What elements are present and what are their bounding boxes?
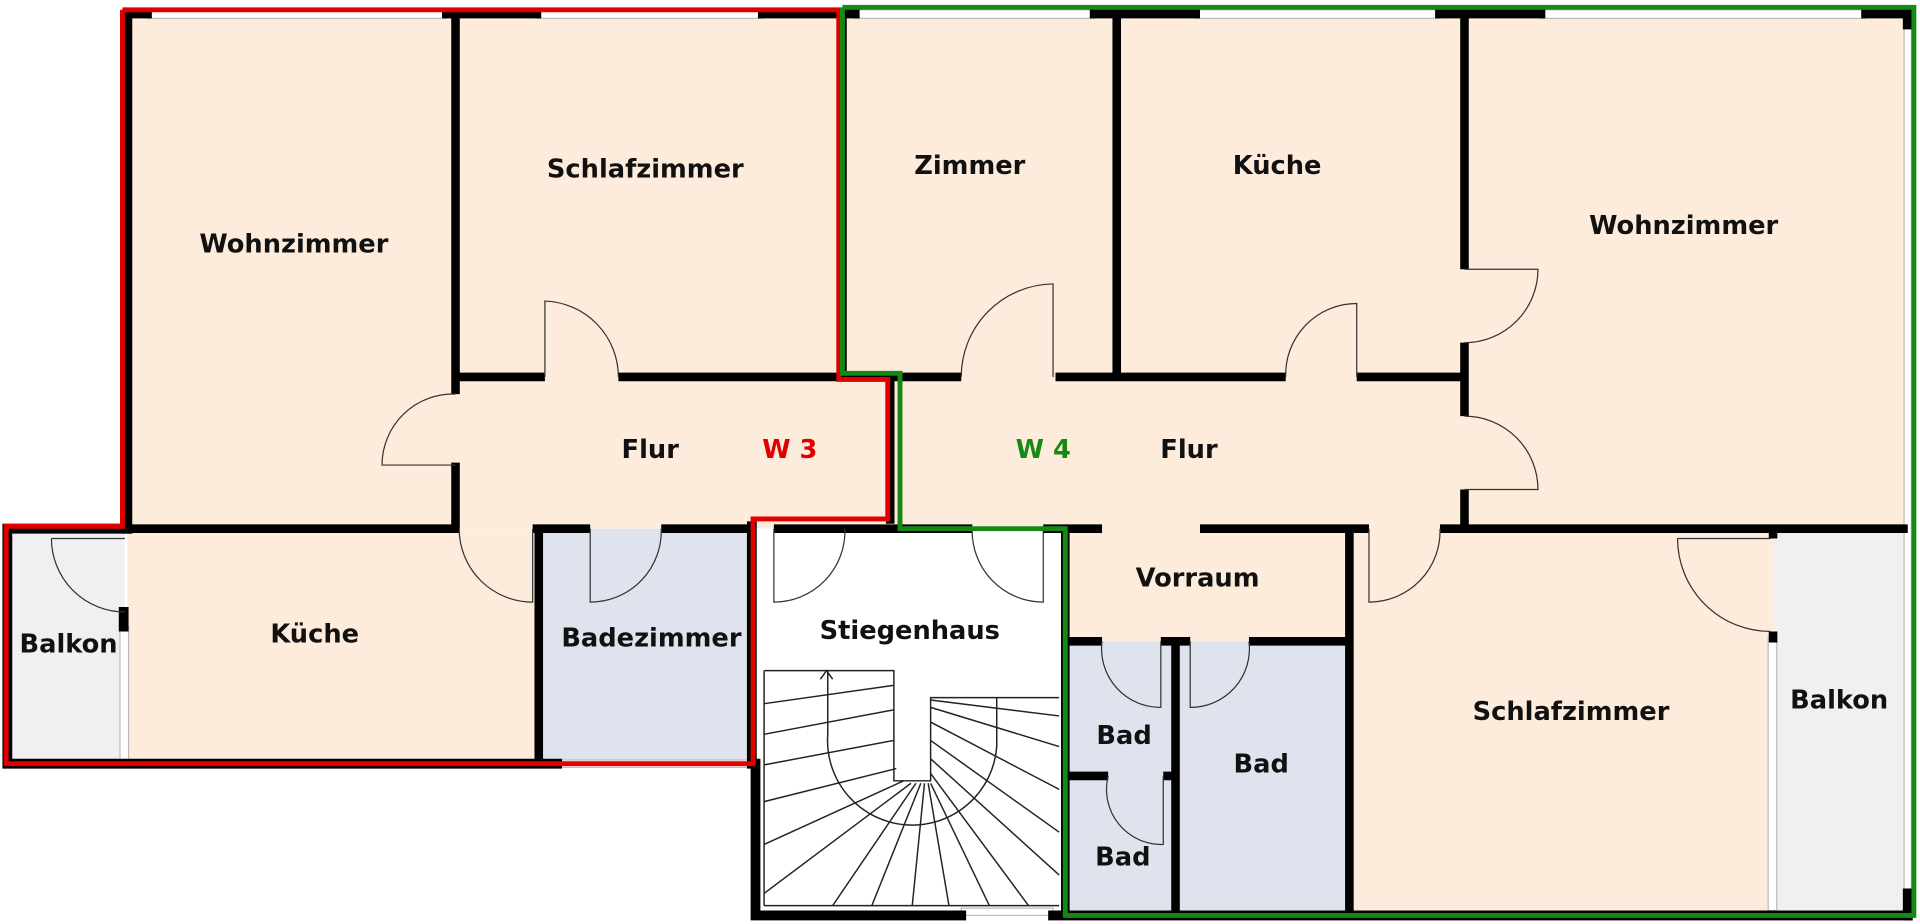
door-icon <box>1676 537 1771 633</box>
apartment-tag-w4: W 4 <box>1016 435 1071 465</box>
room-w3-balkon <box>7 528 125 764</box>
door-icon <box>971 528 1044 603</box>
label-w4-bad3: Bad <box>1095 842 1150 872</box>
door-icon <box>458 528 534 603</box>
door-icon <box>1368 528 1441 603</box>
doors <box>50 268 1771 846</box>
label-w4-schlafzimmer: Schlafzimmer <box>1473 697 1670 727</box>
door-icon <box>589 528 662 603</box>
w4-boundary <box>840 4 1917 918</box>
room-w3-kueche <box>127 528 542 764</box>
room-w4-bad3 <box>1067 773 1174 913</box>
staircase <box>763 669 1060 907</box>
label-w3-wohnzimmer: Wohnzimmer <box>199 229 388 259</box>
label-stiegenhaus: Stiegenhaus <box>820 616 1000 646</box>
apartment-tag-w3: W 3 <box>762 435 817 465</box>
label-w4-bad2: Bad <box>1234 749 1289 779</box>
room-w3-flur <box>455 374 891 529</box>
door-icon <box>1189 641 1251 708</box>
door-icon <box>1100 641 1162 708</box>
room-w4-flur <box>893 374 1465 532</box>
label-w3-badezimmer: Badezimmer <box>561 623 741 653</box>
room-w4-vorraum <box>1067 528 1350 642</box>
label-w3-kueche: Küche <box>270 620 359 650</box>
room-w4-kueche <box>1119 17 1463 375</box>
label-w4-wohnzimmer: Wohnzimmer <box>1589 211 1778 241</box>
room-w3-badezimmer <box>541 528 752 764</box>
room-w3-schlafzimmer <box>455 17 842 375</box>
label-w4-kueche: Küche <box>1233 151 1322 181</box>
door-icon <box>1105 775 1164 846</box>
label-w3-balkon: Balkon <box>20 629 118 659</box>
label-w4-bad1: Bad <box>1096 721 1151 751</box>
room-w4-schlafzimmer <box>1349 531 1774 913</box>
door-icon <box>1464 268 1539 344</box>
door-icon <box>960 283 1054 377</box>
room-fills <box>7 17 1908 913</box>
room-w4-bad2 <box>1173 641 1350 913</box>
label-w4-flur: Flur <box>1160 435 1218 465</box>
label-w3-schlafzimmer: Schlafzimmer <box>547 155 744 185</box>
room-w3-wohnzimmer <box>127 17 456 529</box>
room-w4-wohnzimmer <box>1462 17 1908 532</box>
door-icon <box>1285 302 1358 377</box>
label-w4-vorraum: Vorraum <box>1136 563 1260 593</box>
windows <box>119 9 1913 917</box>
room-stiegenhaus <box>755 528 1066 913</box>
door-icon <box>381 393 456 466</box>
room-w4-zimmer <box>842 17 1120 375</box>
label-w3-flur: Flur <box>622 435 680 465</box>
label-w4-zimmer: Zimmer <box>914 151 1025 181</box>
w3-boundary <box>3 7 891 767</box>
room-w4-balkon <box>1773 531 1908 913</box>
door-icon <box>544 300 619 377</box>
door-icon <box>50 537 125 613</box>
door-icon <box>773 528 846 603</box>
label-w4-balkon: Balkon <box>1790 686 1888 716</box>
room-labels: Wohnzimmer Schlafzimmer Flur W 3 Küche B… <box>20 151 1889 872</box>
door-icon <box>1464 415 1539 491</box>
